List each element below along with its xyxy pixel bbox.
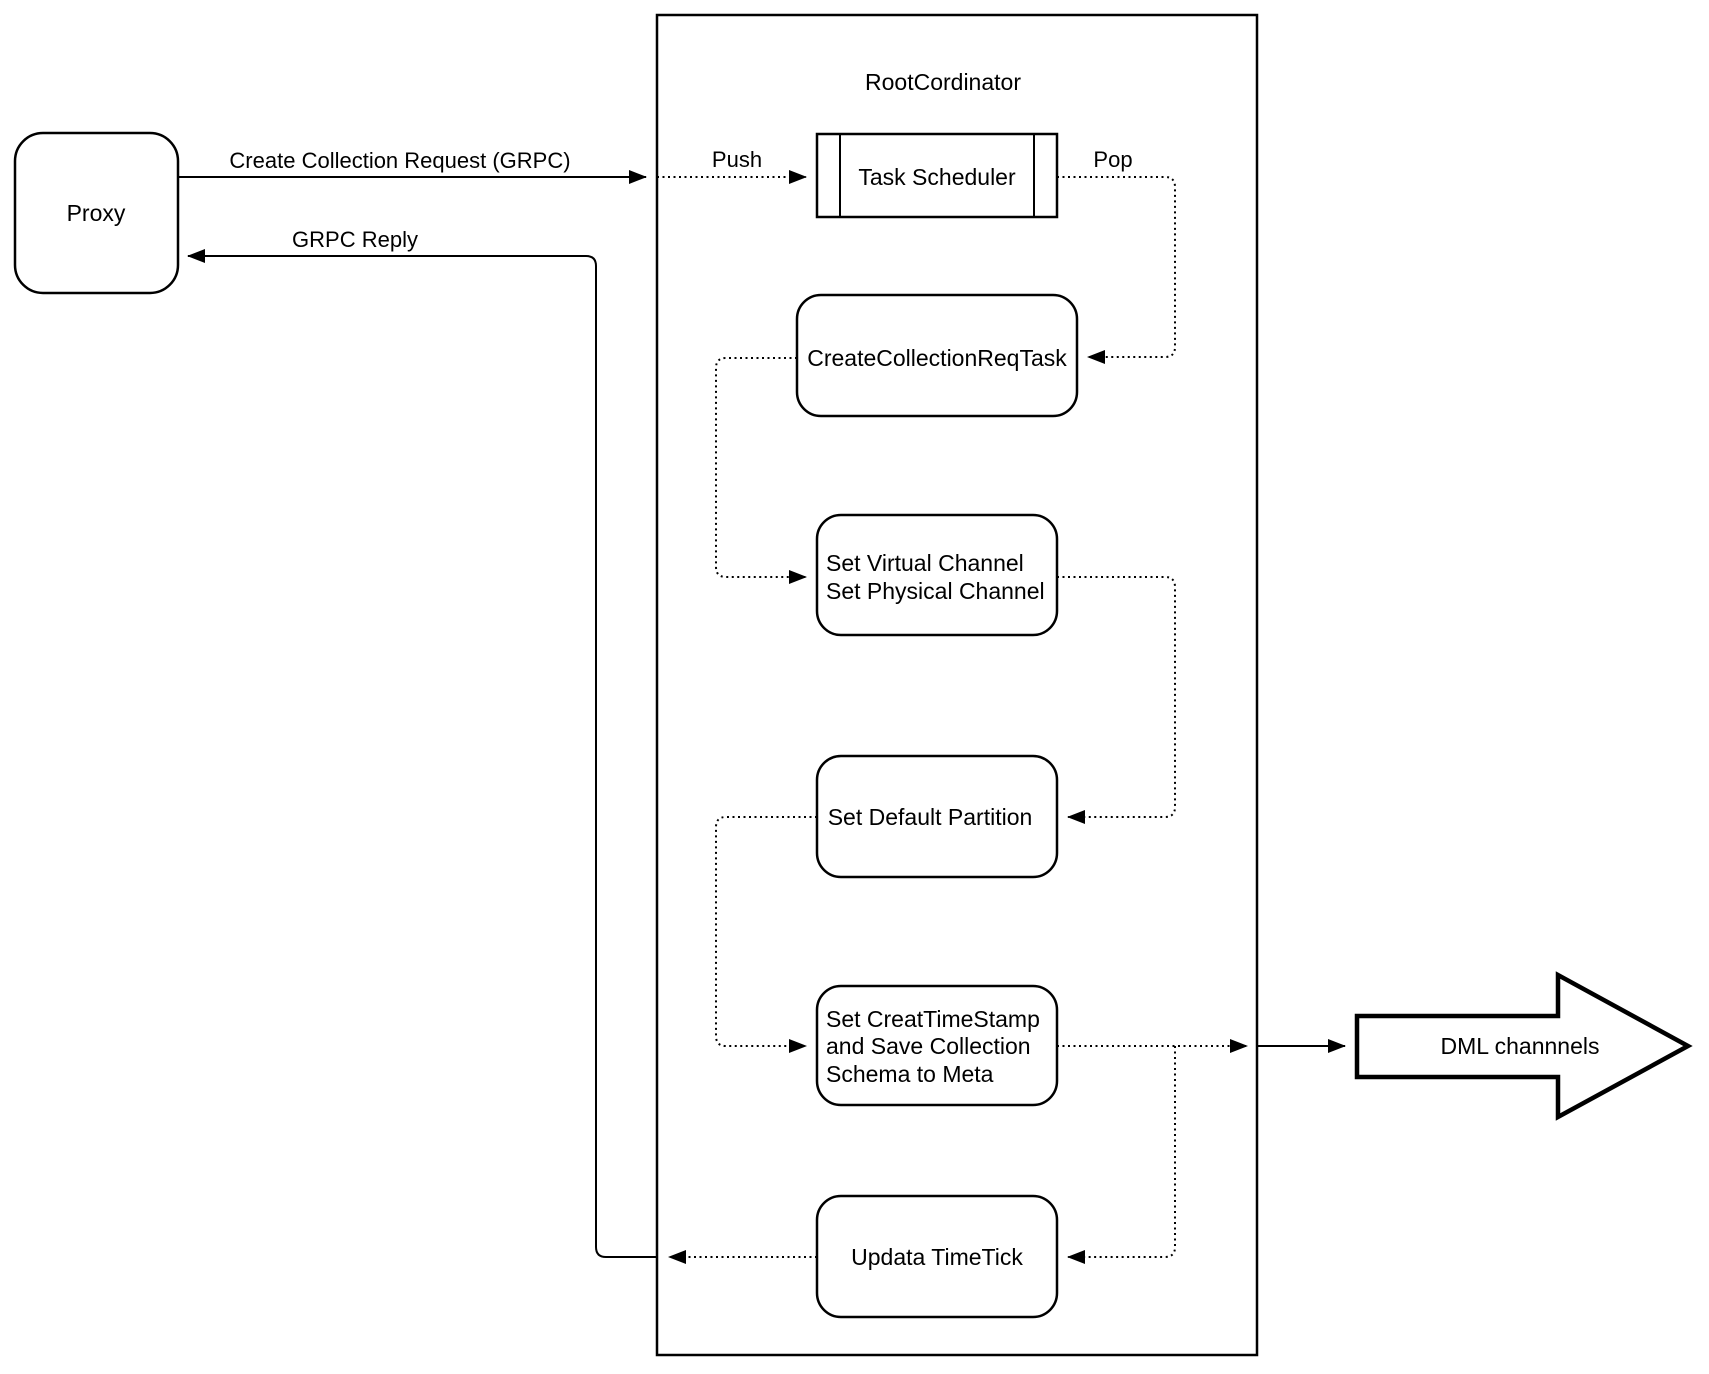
set-channel-label-line1: Set Virtual Channel [826,550,1024,576]
set-default-partition-label: Set Default Partition [828,804,1033,830]
dml-channels-label: DML channnels [1441,1033,1600,1059]
task-scheduler-node [815,132,1059,219]
task-scheduler-label: Task Scheduler [858,164,1016,190]
connector-timestamp-to-timetick [1067,1046,1176,1264]
set-channel-label-line2: Set Physical Channel [826,578,1045,604]
create-collection-req-task-node [795,293,1079,418]
create-collection-request-label: Create Collection Request (GRPC) [229,148,570,173]
set-timestamp-label-line3: Schema to Meta [826,1061,994,1087]
grpc-reply-arrow [187,249,657,1258]
rootcoordinator-container [655,13,1259,1357]
proxy-node [13,131,180,295]
create-collection-req-task-label: CreateCollectionReqTask [807,345,1067,371]
dml-channels-shape [1354,971,1693,1121]
set-timestamp-label-line2: and Save Collection [826,1033,1031,1059]
grpc-reply-label: GRPC Reply [292,227,418,252]
push-label: Push [712,147,762,172]
connector-reqtask-to-setchannel [715,357,807,584]
rootcoordinator-title: RootCordinator [865,69,1021,95]
pop-arrow [1057,176,1176,364]
set-timestamp-label-line1: Set CreatTimeStamp [826,1006,1040,1032]
connector-setchannel-to-partition [1057,576,1176,824]
proxy-label: Proxy [67,200,126,226]
update-timetick-label: Updata TimeTick [851,1244,1023,1270]
set-channel-node [815,513,1059,637]
pop-label: Pop [1093,147,1132,172]
connector-partition-to-timestamp [715,816,817,1053]
